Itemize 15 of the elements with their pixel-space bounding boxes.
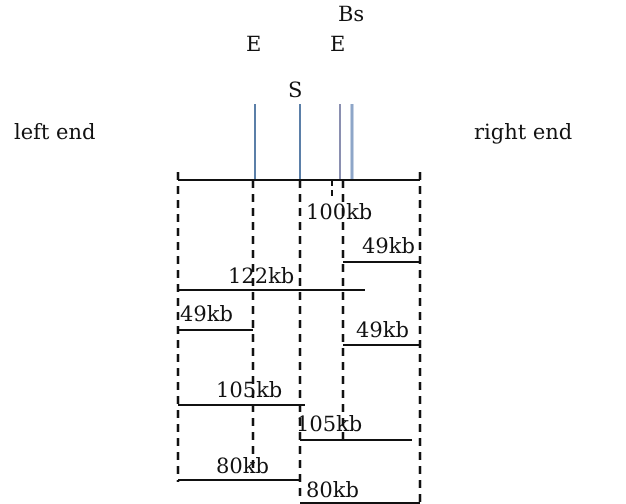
fragment-label: 105kb (216, 378, 282, 402)
site-label: E (246, 32, 262, 56)
fragment-label: 49kb (356, 318, 409, 342)
end-label: left end (14, 120, 96, 144)
fragment-label: 80kb (216, 454, 269, 478)
fragment-label: 49kb (362, 234, 415, 258)
site-label: E (330, 32, 346, 56)
site-label: Bs (338, 2, 364, 26)
site-label: S (288, 78, 302, 102)
fragment-label: 49kb (180, 302, 233, 326)
fragment-label: 122kb (228, 264, 294, 288)
fragment-label: 105kb (296, 412, 362, 436)
fragment-label: 80kb (306, 478, 359, 502)
fragment-label: 100kb (306, 200, 372, 224)
end-label: right end (474, 120, 572, 144)
